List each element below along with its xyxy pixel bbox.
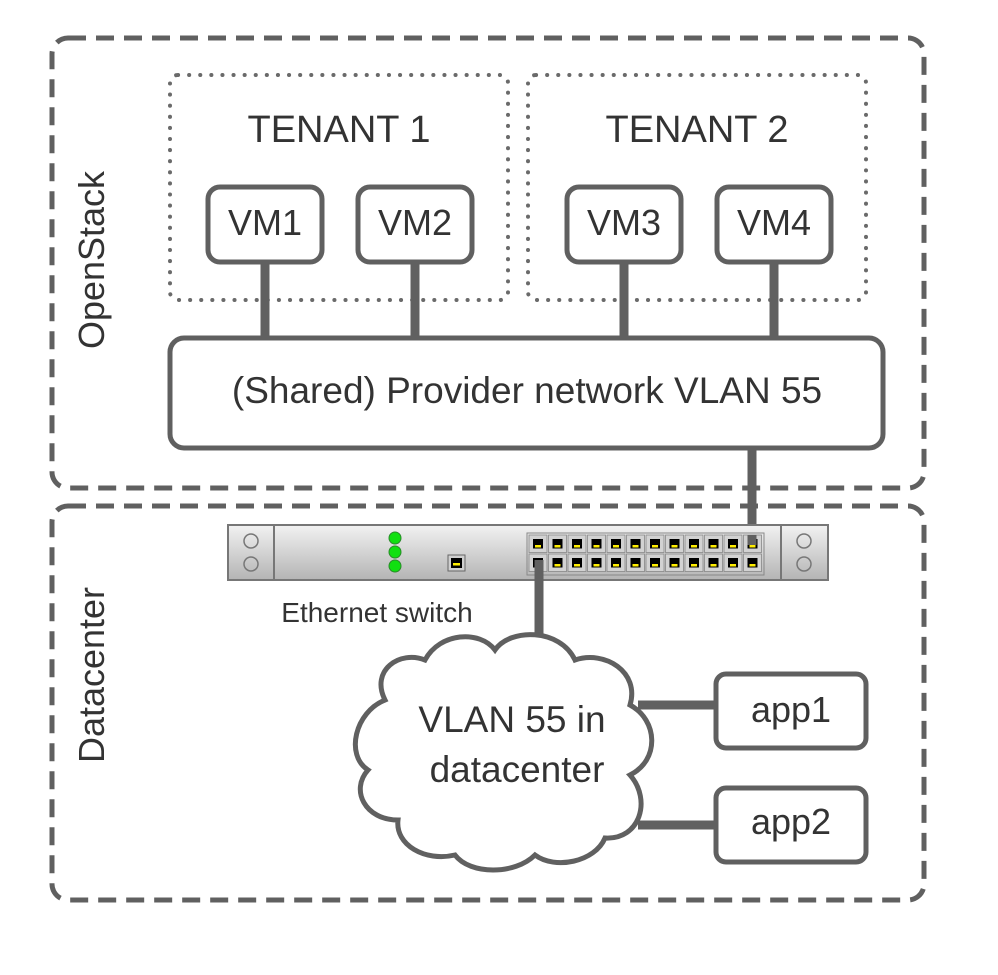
- app2-label: app2: [751, 801, 831, 842]
- mount-hole-icon: [796, 556, 812, 572]
- tenant-1-label: TENANT 1: [247, 109, 430, 151]
- ethernet-port-icon: [567, 553, 587, 572]
- ethernet-port-icon: [587, 553, 606, 572]
- ethernet-port-icon: [528, 534, 548, 553]
- provider-network-node[interactable]: (Shared) Provider network VLAN 55: [167, 335, 886, 451]
- ethernet-port-icon: [606, 534, 626, 553]
- status-led-icon: [388, 531, 402, 545]
- app1-label: app1: [751, 689, 831, 730]
- ethernet-port-icon: [548, 534, 567, 553]
- vm3-node[interactable]: VM3: [564, 184, 684, 265]
- ethernet-switch[interactable]: [227, 524, 829, 581]
- vm1-label: VM1: [228, 202, 302, 243]
- vm1-node[interactable]: VM1: [205, 184, 325, 265]
- ethernet-port-icon: [665, 534, 684, 553]
- ethernet-port-icon: [723, 553, 743, 572]
- openstack-zone: [49, 35, 927, 491]
- ethernet-port-icon: [723, 534, 743, 553]
- ethernet-port-icon: [645, 534, 665, 553]
- mount-hole-icon: [243, 533, 259, 549]
- status-leds: [388, 531, 402, 573]
- vm2-node[interactable]: VM2: [355, 184, 475, 265]
- datacenter-vlan-cloud[interactable]: VLAN 55 in datacenter: [352, 632, 655, 873]
- ethernet-port-icon: [548, 553, 567, 572]
- ethernet-port-icon: [743, 553, 762, 572]
- provider-network-label: (Shared) Provider network VLAN 55: [232, 370, 822, 411]
- cloud-label-line1: VLAN 55 in: [418, 699, 605, 740]
- app2-node[interactable]: app2: [713, 785, 869, 865]
- vm4-label: VM4: [737, 202, 811, 243]
- vm-links: [260, 262, 779, 338]
- vm4-node[interactable]: VM4: [714, 184, 834, 265]
- ethernet-port-icon: [704, 553, 723, 572]
- mount-hole-icon: [796, 533, 812, 549]
- cloud-icon: [352, 632, 655, 873]
- switch-label: Ethernet switch: [281, 597, 472, 628]
- ethernet-port-icon: [665, 553, 684, 572]
- tenant-2-label: TENANT 2: [605, 109, 788, 151]
- console-port-icon: [447, 554, 466, 572]
- status-led-icon: [388, 545, 402, 559]
- ethernet-port-icon: [626, 534, 645, 553]
- ethernet-port-icon: [684, 553, 704, 572]
- mount-hole-icon: [243, 556, 259, 572]
- vm2-label: VM2: [378, 202, 452, 243]
- vm3-label: VM3: [587, 202, 661, 243]
- ethernet-port-icon: [626, 553, 645, 572]
- openstack-zone-label: OpenStack: [71, 170, 112, 349]
- ethernet-port-icon: [587, 534, 606, 553]
- ethernet-port-icon: [704, 534, 723, 553]
- datacenter-zone: [49, 503, 927, 903]
- ethernet-port-icon: [645, 553, 665, 572]
- switch-ports: [528, 534, 762, 572]
- status-led-icon: [388, 559, 402, 573]
- app1-node[interactable]: app1: [713, 671, 869, 751]
- cloud-label-line2: datacenter: [430, 749, 605, 790]
- ethernet-port-icon: [606, 553, 626, 572]
- datacenter-zone-label: Datacenter: [71, 587, 112, 763]
- ethernet-port-icon: [684, 534, 704, 553]
- ethernet-port-icon: [567, 534, 587, 553]
